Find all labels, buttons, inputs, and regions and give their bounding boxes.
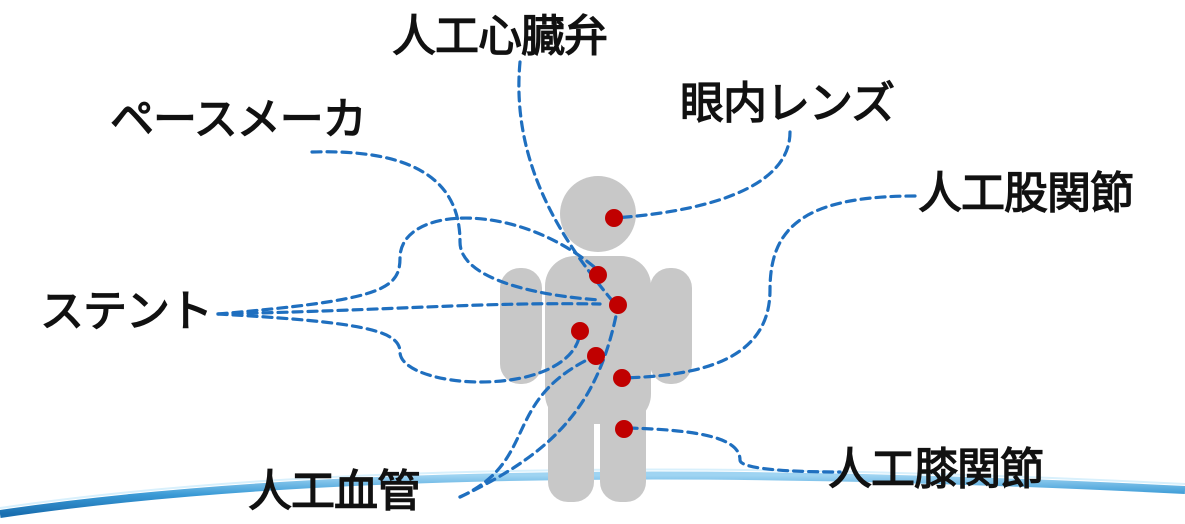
dot-heart: [609, 296, 627, 314]
leader-line-pacemaker: [310, 150, 602, 302]
implant-dots: [571, 209, 633, 438]
dot-upper-chest: [589, 266, 607, 284]
dot-knee: [615, 420, 633, 438]
leader-line-stent-3: [216, 312, 582, 384]
leader-line-stent-1: [216, 216, 602, 316]
label-heart-valve: 人工心臓弁: [392, 11, 608, 62]
leader-lines: [216, 60, 917, 499]
leader-line-vascular-graft-2: [458, 304, 620, 499]
leader-line-hip-joint: [620, 194, 917, 380]
human-figure-icon: [500, 176, 692, 502]
dot-abdomen: [587, 347, 605, 365]
globe-arc-rim: [0, 471, 1185, 518]
leader-line-intraocular-lens: [612, 130, 792, 220]
leader-line-knee-joint: [626, 426, 842, 474]
dot-eye: [605, 209, 623, 227]
dot-hip: [613, 369, 631, 387]
label-knee-joint: 人工膝関節: [828, 444, 1044, 495]
label-stent: ステント: [40, 286, 213, 337]
leader-line-vascular-graft-1: [458, 354, 597, 499]
dot-abdomen-left: [571, 322, 589, 340]
label-hip-joint: 人工股関節: [918, 168, 1134, 219]
label-intraocular-lens: 眼内レンズ: [680, 78, 895, 129]
leader-line-stent-2: [216, 302, 602, 316]
label-pacemaker: ペースメーカ: [110, 94, 367, 145]
label-vascular-graft: 人工血管: [248, 466, 421, 517]
